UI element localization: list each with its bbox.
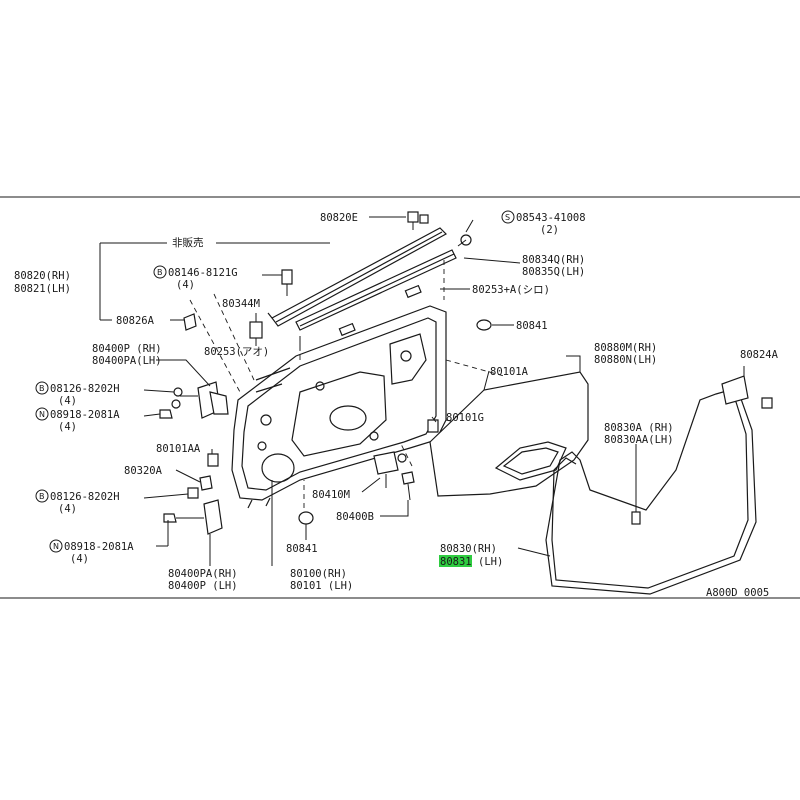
label-80400pa-rh: 80400PA(RH) bbox=[168, 568, 238, 580]
label-80101a: 80101A bbox=[490, 366, 529, 378]
circle-b-08126-upper: B bbox=[39, 384, 45, 393]
door-weatherstrip-80830 bbox=[545, 389, 757, 595]
stopper-80320a bbox=[199, 475, 213, 491]
clip-80101aa bbox=[207, 453, 219, 467]
callout-08146: B 08146-8121G (4) bbox=[153, 265, 238, 291]
label-08918-upper: 08918-2081A bbox=[50, 409, 120, 421]
clip-80820e bbox=[407, 211, 429, 230]
label-80831-group: 80831 (LH) bbox=[439, 555, 503, 568]
label-80880m: 80880M(RH) bbox=[594, 342, 657, 354]
highlight-80831 bbox=[439, 555, 472, 567]
bolt-80400b bbox=[401, 471, 415, 501]
label-80344m: 80344M bbox=[222, 298, 260, 310]
label-08918-lower-qty: (4) bbox=[70, 553, 89, 565]
label-08543-qty: (2) bbox=[540, 224, 559, 236]
pad-80253-blue bbox=[338, 322, 356, 337]
sealing-screen-80880m bbox=[429, 371, 589, 497]
window-molding-strip bbox=[267, 227, 447, 327]
label-80410m: 80410M bbox=[312, 489, 350, 501]
label-80320a: 80320A bbox=[124, 465, 163, 477]
clip-80101g bbox=[427, 419, 439, 433]
guide-dash-2 bbox=[213, 293, 255, 381]
label-80824a: 80824A bbox=[740, 349, 779, 361]
label-80880n: 80880N(LH) bbox=[594, 354, 657, 366]
screw-08543 bbox=[457, 234, 472, 247]
label-08543: 08543-41008 bbox=[516, 212, 586, 224]
label-80101aa: 80101AA bbox=[156, 443, 201, 455]
label-80101g: 80101G bbox=[446, 412, 484, 424]
label-80831-lh: (LH) bbox=[478, 556, 503, 568]
guide-dash-5 bbox=[445, 359, 505, 377]
ref-code: A800D 0005 bbox=[706, 587, 769, 599]
label-08126-upper: 08126-8202H bbox=[50, 383, 120, 395]
callout-08126-lower: B 08126-8202H (4) bbox=[35, 489, 120, 515]
clip-08146 bbox=[281, 269, 293, 296]
pad-80253-white bbox=[404, 284, 422, 299]
label-hihanbai: 非販売 bbox=[172, 236, 204, 249]
callout-08543: S 08543-41008 (2) bbox=[501, 210, 586, 236]
hinge-lower bbox=[163, 487, 223, 535]
label-08126-lower-qty: (4) bbox=[58, 503, 77, 515]
circle-n-08918-upper: N bbox=[39, 410, 45, 419]
label-08918-upper-qty: (4) bbox=[58, 421, 77, 433]
label-08126-upper-qty: (4) bbox=[58, 395, 77, 407]
label-80820-rh: 80820(RH) bbox=[14, 270, 71, 282]
label-08918-lower: 08918-2081A bbox=[64, 541, 134, 553]
circle-b-08126-lower: B bbox=[39, 492, 45, 501]
label-80835q: 80835Q(LH) bbox=[522, 266, 585, 278]
label-80253a: 80253+A(シロ) bbox=[472, 284, 550, 296]
label-80830aa-lh: 80830AA(LH) bbox=[604, 434, 674, 446]
label-80830a-rh: 80830A (RH) bbox=[604, 422, 674, 434]
hinge-upper bbox=[159, 381, 229, 419]
inner-weatherstrip bbox=[295, 249, 457, 331]
label-80841-bottom: 80841 bbox=[286, 543, 318, 555]
guide-dash-8 bbox=[399, 441, 413, 467]
label-80821-lh: 80821(LH) bbox=[14, 283, 71, 295]
label-80100-rh: 80100(RH) bbox=[290, 568, 347, 580]
plug-80841-bottom bbox=[298, 511, 314, 525]
callout-08918-upper: N 08918-2081A (4) bbox=[35, 407, 120, 433]
retainer-clip-80830a bbox=[631, 500, 641, 525]
label-80834q: 80834Q(RH) bbox=[522, 254, 585, 266]
label-80831: 80831 bbox=[440, 556, 472, 568]
callout-08126-upper: B 08126-8202H (4) bbox=[35, 381, 120, 407]
door-latch-80410m bbox=[373, 451, 407, 488]
label-80830-rh: 80830(RH) bbox=[440, 543, 497, 555]
leader-lines bbox=[99, 216, 745, 566]
circle-n-08918-lower: N bbox=[53, 542, 59, 551]
label-80841-top: 80841 bbox=[516, 320, 548, 332]
label-80400p-lh: 80400P (LH) bbox=[168, 580, 238, 592]
label-80826a: 80826A bbox=[116, 315, 155, 327]
plug-80841-top bbox=[476, 319, 492, 331]
clip-80826a bbox=[183, 313, 197, 331]
label-80400pa-lh: 80400PA(LH) bbox=[92, 355, 162, 367]
label-80253: 80253(アオ) bbox=[204, 346, 269, 358]
label-08146: 08146-8121G bbox=[168, 267, 238, 279]
label-08126-lower: 08126-8202H bbox=[50, 491, 120, 503]
callout-08918-lower: N 08918-2081A (4) bbox=[49, 539, 134, 565]
circle-s: S bbox=[505, 213, 510, 222]
bracket-80824a bbox=[721, 375, 773, 409]
label-80400p-rh: 80400P (RH) bbox=[92, 343, 162, 355]
label-08146-qty: (4) bbox=[176, 279, 195, 291]
circle-b-08146: B bbox=[157, 268, 163, 277]
label-80820e: 80820E bbox=[320, 212, 358, 224]
door-shell bbox=[231, 305, 447, 509]
clip-80344m bbox=[249, 321, 263, 346]
label-80400b: 80400B bbox=[336, 511, 374, 523]
label-80101-lh: 80101 (LH) bbox=[290, 580, 353, 592]
